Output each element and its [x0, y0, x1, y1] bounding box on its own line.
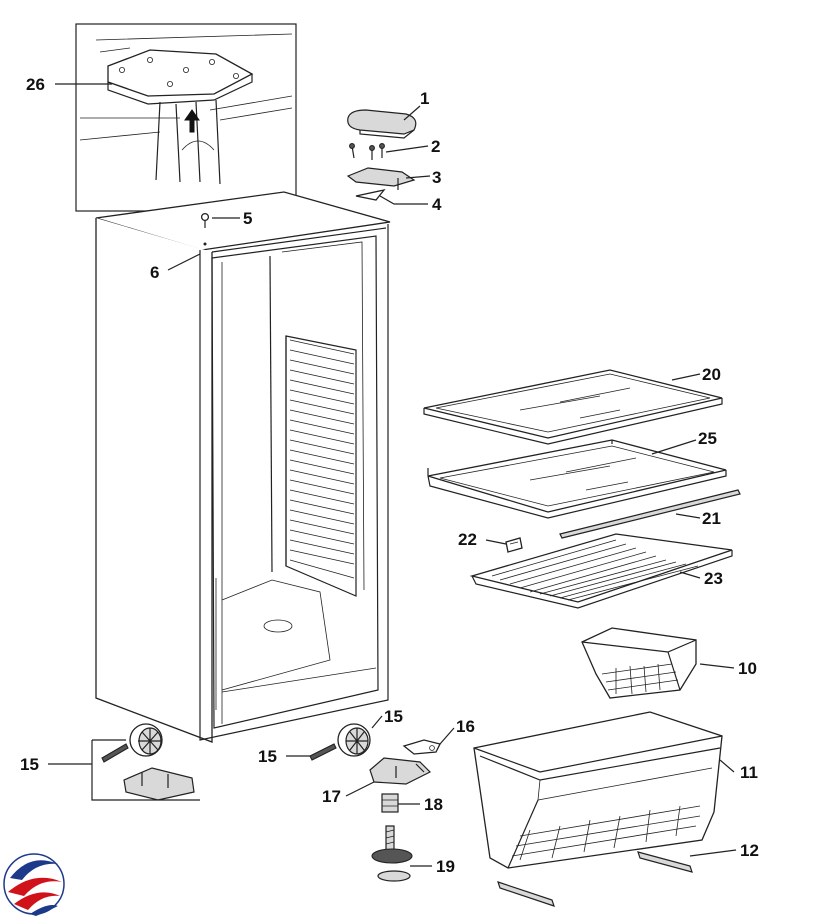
callout-5: 5: [243, 209, 252, 228]
wheel-right-part-15: [309, 723, 371, 761]
callout-23: 23: [704, 569, 723, 588]
callout-18: 18: [424, 795, 443, 814]
callout-20: 20: [702, 365, 721, 384]
drawer-runners-part-12: [497, 851, 693, 907]
screw-part-5: [200, 212, 210, 228]
foot-bracket-left: [123, 767, 195, 801]
brand-logo-icon: [3, 853, 65, 916]
callout-16: 16: [456, 717, 475, 736]
trim-strip-part-21: [559, 489, 741, 539]
detail-inset-hinge: [75, 23, 297, 212]
hinge-bracket-part-17: [369, 757, 432, 785]
cabinet-body: [95, 191, 391, 743]
callout-11: 11: [740, 763, 758, 782]
callout-2: 2: [431, 137, 440, 156]
callout-25: 25: [698, 429, 717, 448]
callout-10: 10: [738, 659, 757, 678]
clip-part-22: [505, 537, 523, 553]
callout-labels: 26 1 2 3 4 5 6 20 25 21 22 23 10 11 12 1…: [20, 75, 759, 876]
wire-tray-part-23: [469, 533, 733, 609]
hinge-plate-part-3: [346, 167, 416, 190]
callout-17: 17: [322, 787, 341, 806]
leveling-foot-part-19: [371, 825, 413, 882]
evaporator-panel: [285, 335, 357, 597]
shim-part-4: [355, 188, 386, 201]
callout-19: 19: [436, 857, 455, 876]
callout-1: 1: [420, 89, 429, 108]
callout-3: 3: [432, 168, 441, 187]
callout-4: 4: [432, 195, 442, 214]
callout-6: 6: [150, 263, 159, 282]
small-basket-part-10: [581, 627, 697, 699]
glass-shelf-part-20: [423, 369, 723, 445]
callout-15-right-side: 15: [258, 747, 277, 766]
glass-shelf-part-25: [427, 439, 727, 519]
leader-lines: [48, 83, 737, 867]
screws-part-2: [349, 143, 385, 160]
callout-26: 26: [26, 75, 45, 94]
callout-15-left: 15: [20, 755, 39, 774]
callout-12: 12: [740, 841, 759, 860]
crisper-drawer-part-11: [473, 711, 723, 869]
wheel-left-part-15: [101, 723, 163, 763]
hinge-cover-part-1: [347, 109, 417, 139]
callout-22: 22: [458, 530, 477, 549]
callout-21: 21: [702, 509, 721, 528]
lever-part-16: [402, 739, 441, 755]
callout-15-right-top: 15: [384, 707, 403, 726]
bushing-part-18: [381, 793, 399, 813]
